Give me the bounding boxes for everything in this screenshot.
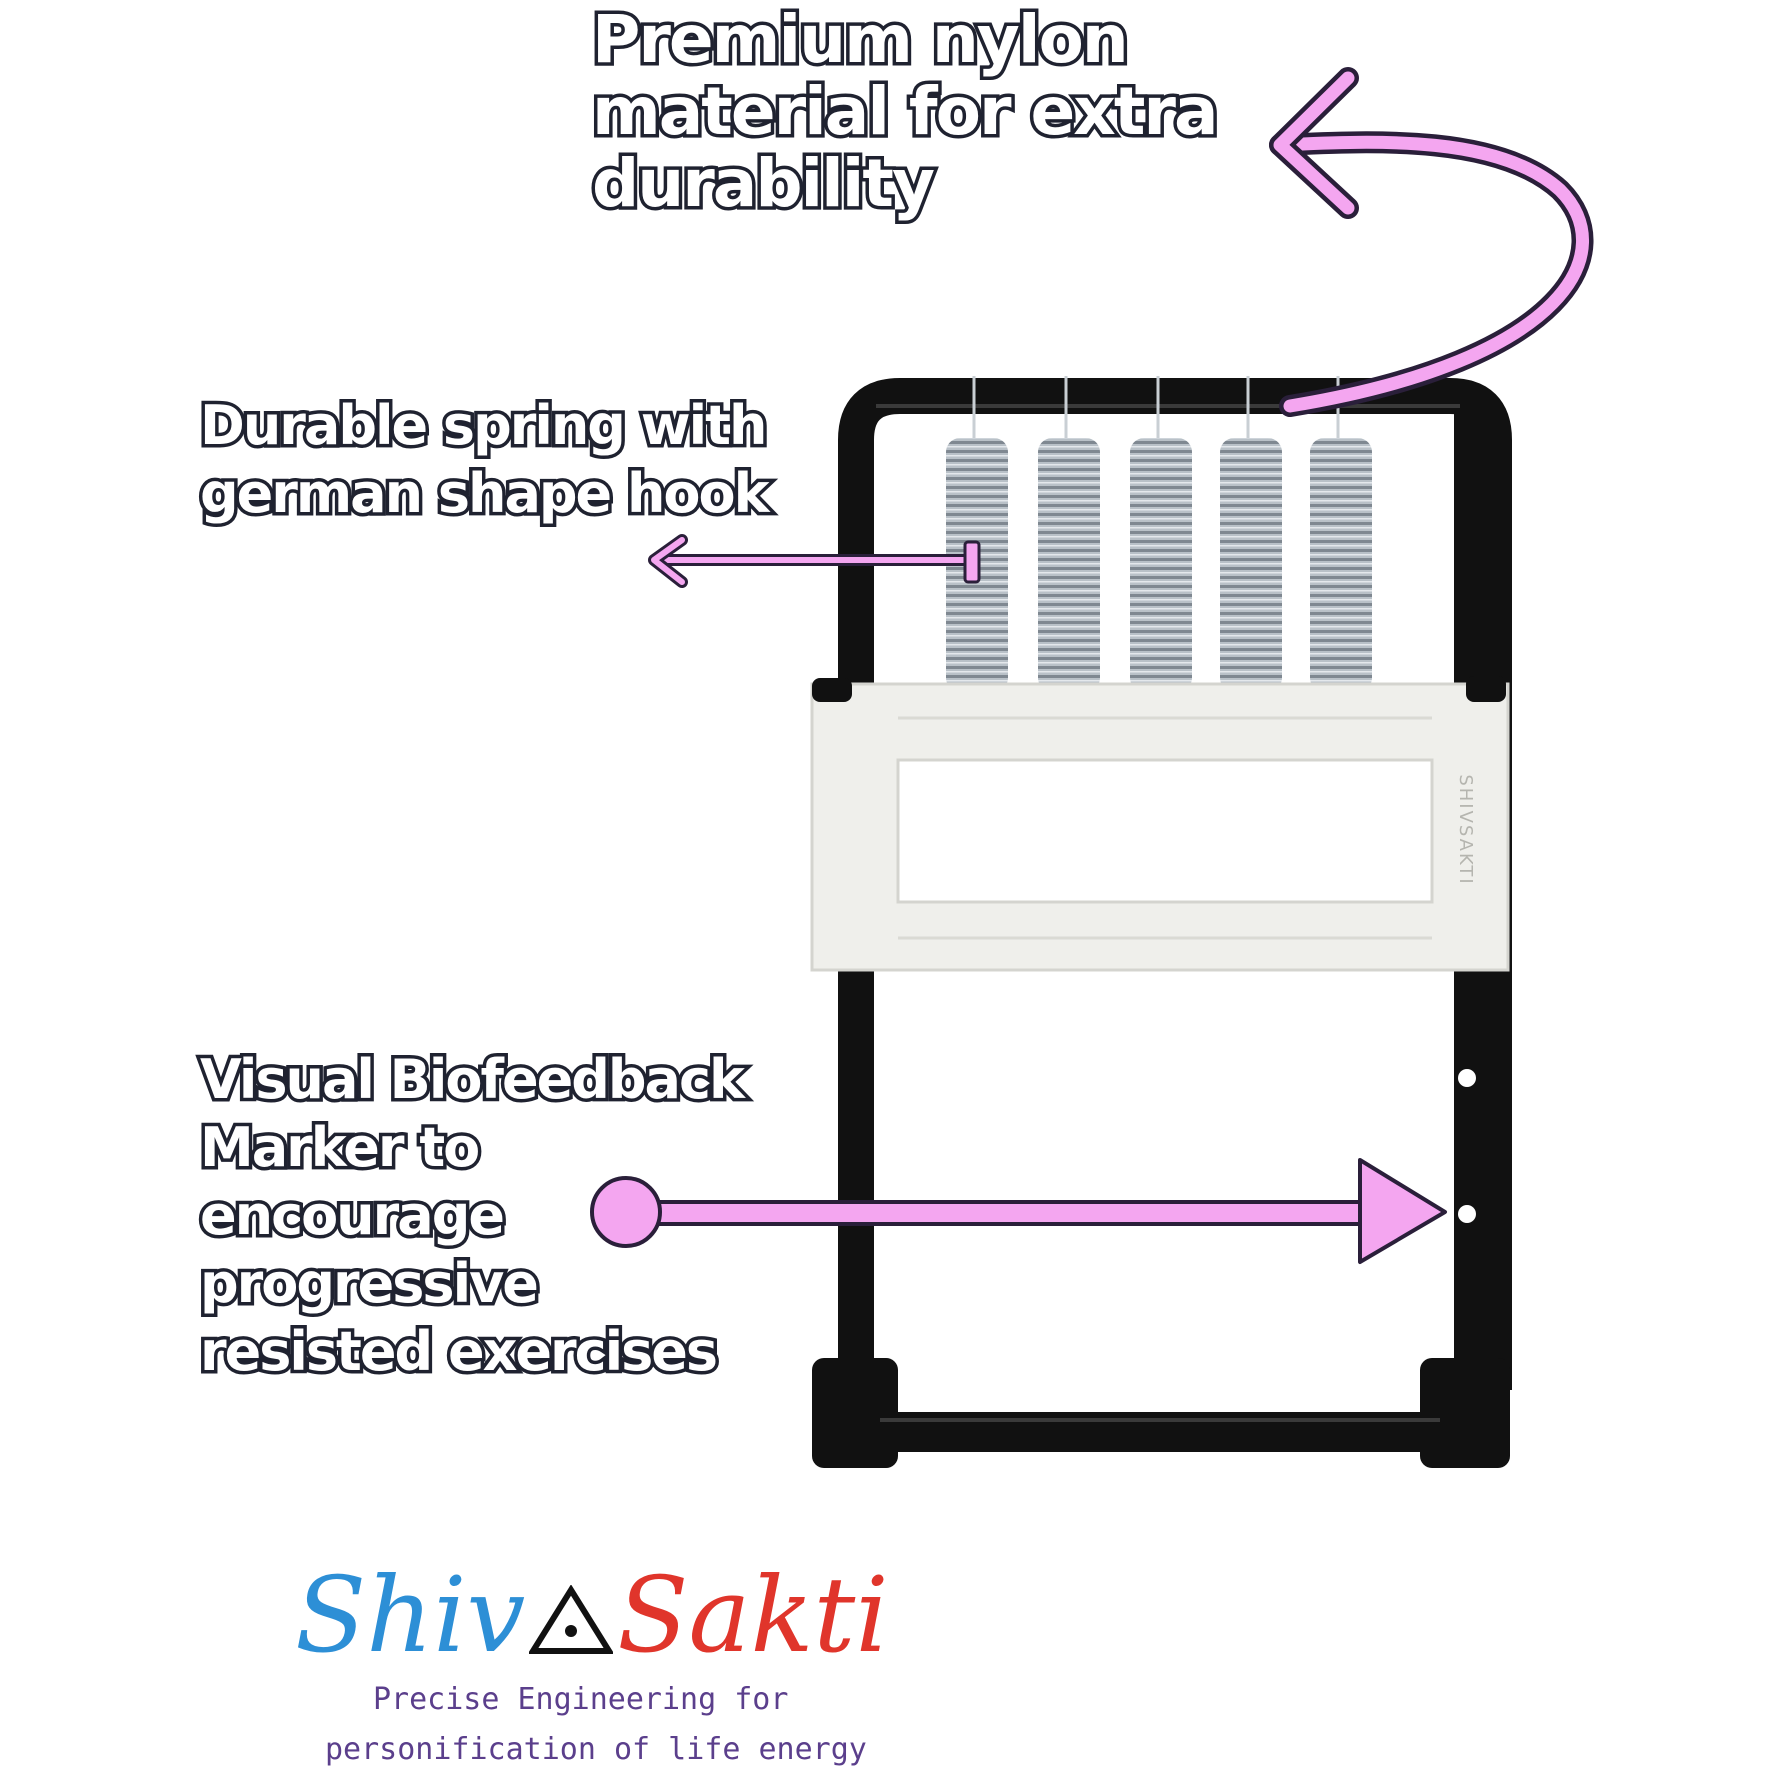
callout-spring: Durable spring with german shape hook bbox=[197, 391, 774, 529]
nylon-arrow bbox=[1269, 67, 1594, 417]
white-handle: SHIVSAKTI bbox=[810, 676, 1510, 972]
marker-dot bbox=[1458, 1205, 1476, 1223]
springs bbox=[946, 376, 1372, 752]
spring-arrow bbox=[648, 534, 981, 588]
marker-dot bbox=[1458, 1069, 1476, 1087]
triangle-eye-icon bbox=[529, 1585, 614, 1654]
frame-feet bbox=[812, 1358, 1510, 1468]
callout-marker: Visual Biofeedback Marker to encourage p… bbox=[197, 1045, 749, 1387]
brand-tagline-line1: Precise Engineering for bbox=[373, 1682, 789, 1717]
marker-arrow bbox=[590, 1158, 1447, 1264]
brand-name-shiv: Shiv bbox=[295, 1554, 526, 1676]
brand-name-sakti: Sakti bbox=[617, 1554, 889, 1676]
handle-imprint: SHIVSAKTI bbox=[1455, 774, 1476, 885]
callout-nylon: Premium nylon material for extra durabil… bbox=[589, 0, 1222, 223]
brand-logo: Shiv Sakti Precise Engineering for perso… bbox=[295, 1555, 915, 1775]
brand-tagline-line2: personification of life energy bbox=[325, 1732, 867, 1767]
brand-name: Shiv Sakti bbox=[295, 1555, 915, 1675]
